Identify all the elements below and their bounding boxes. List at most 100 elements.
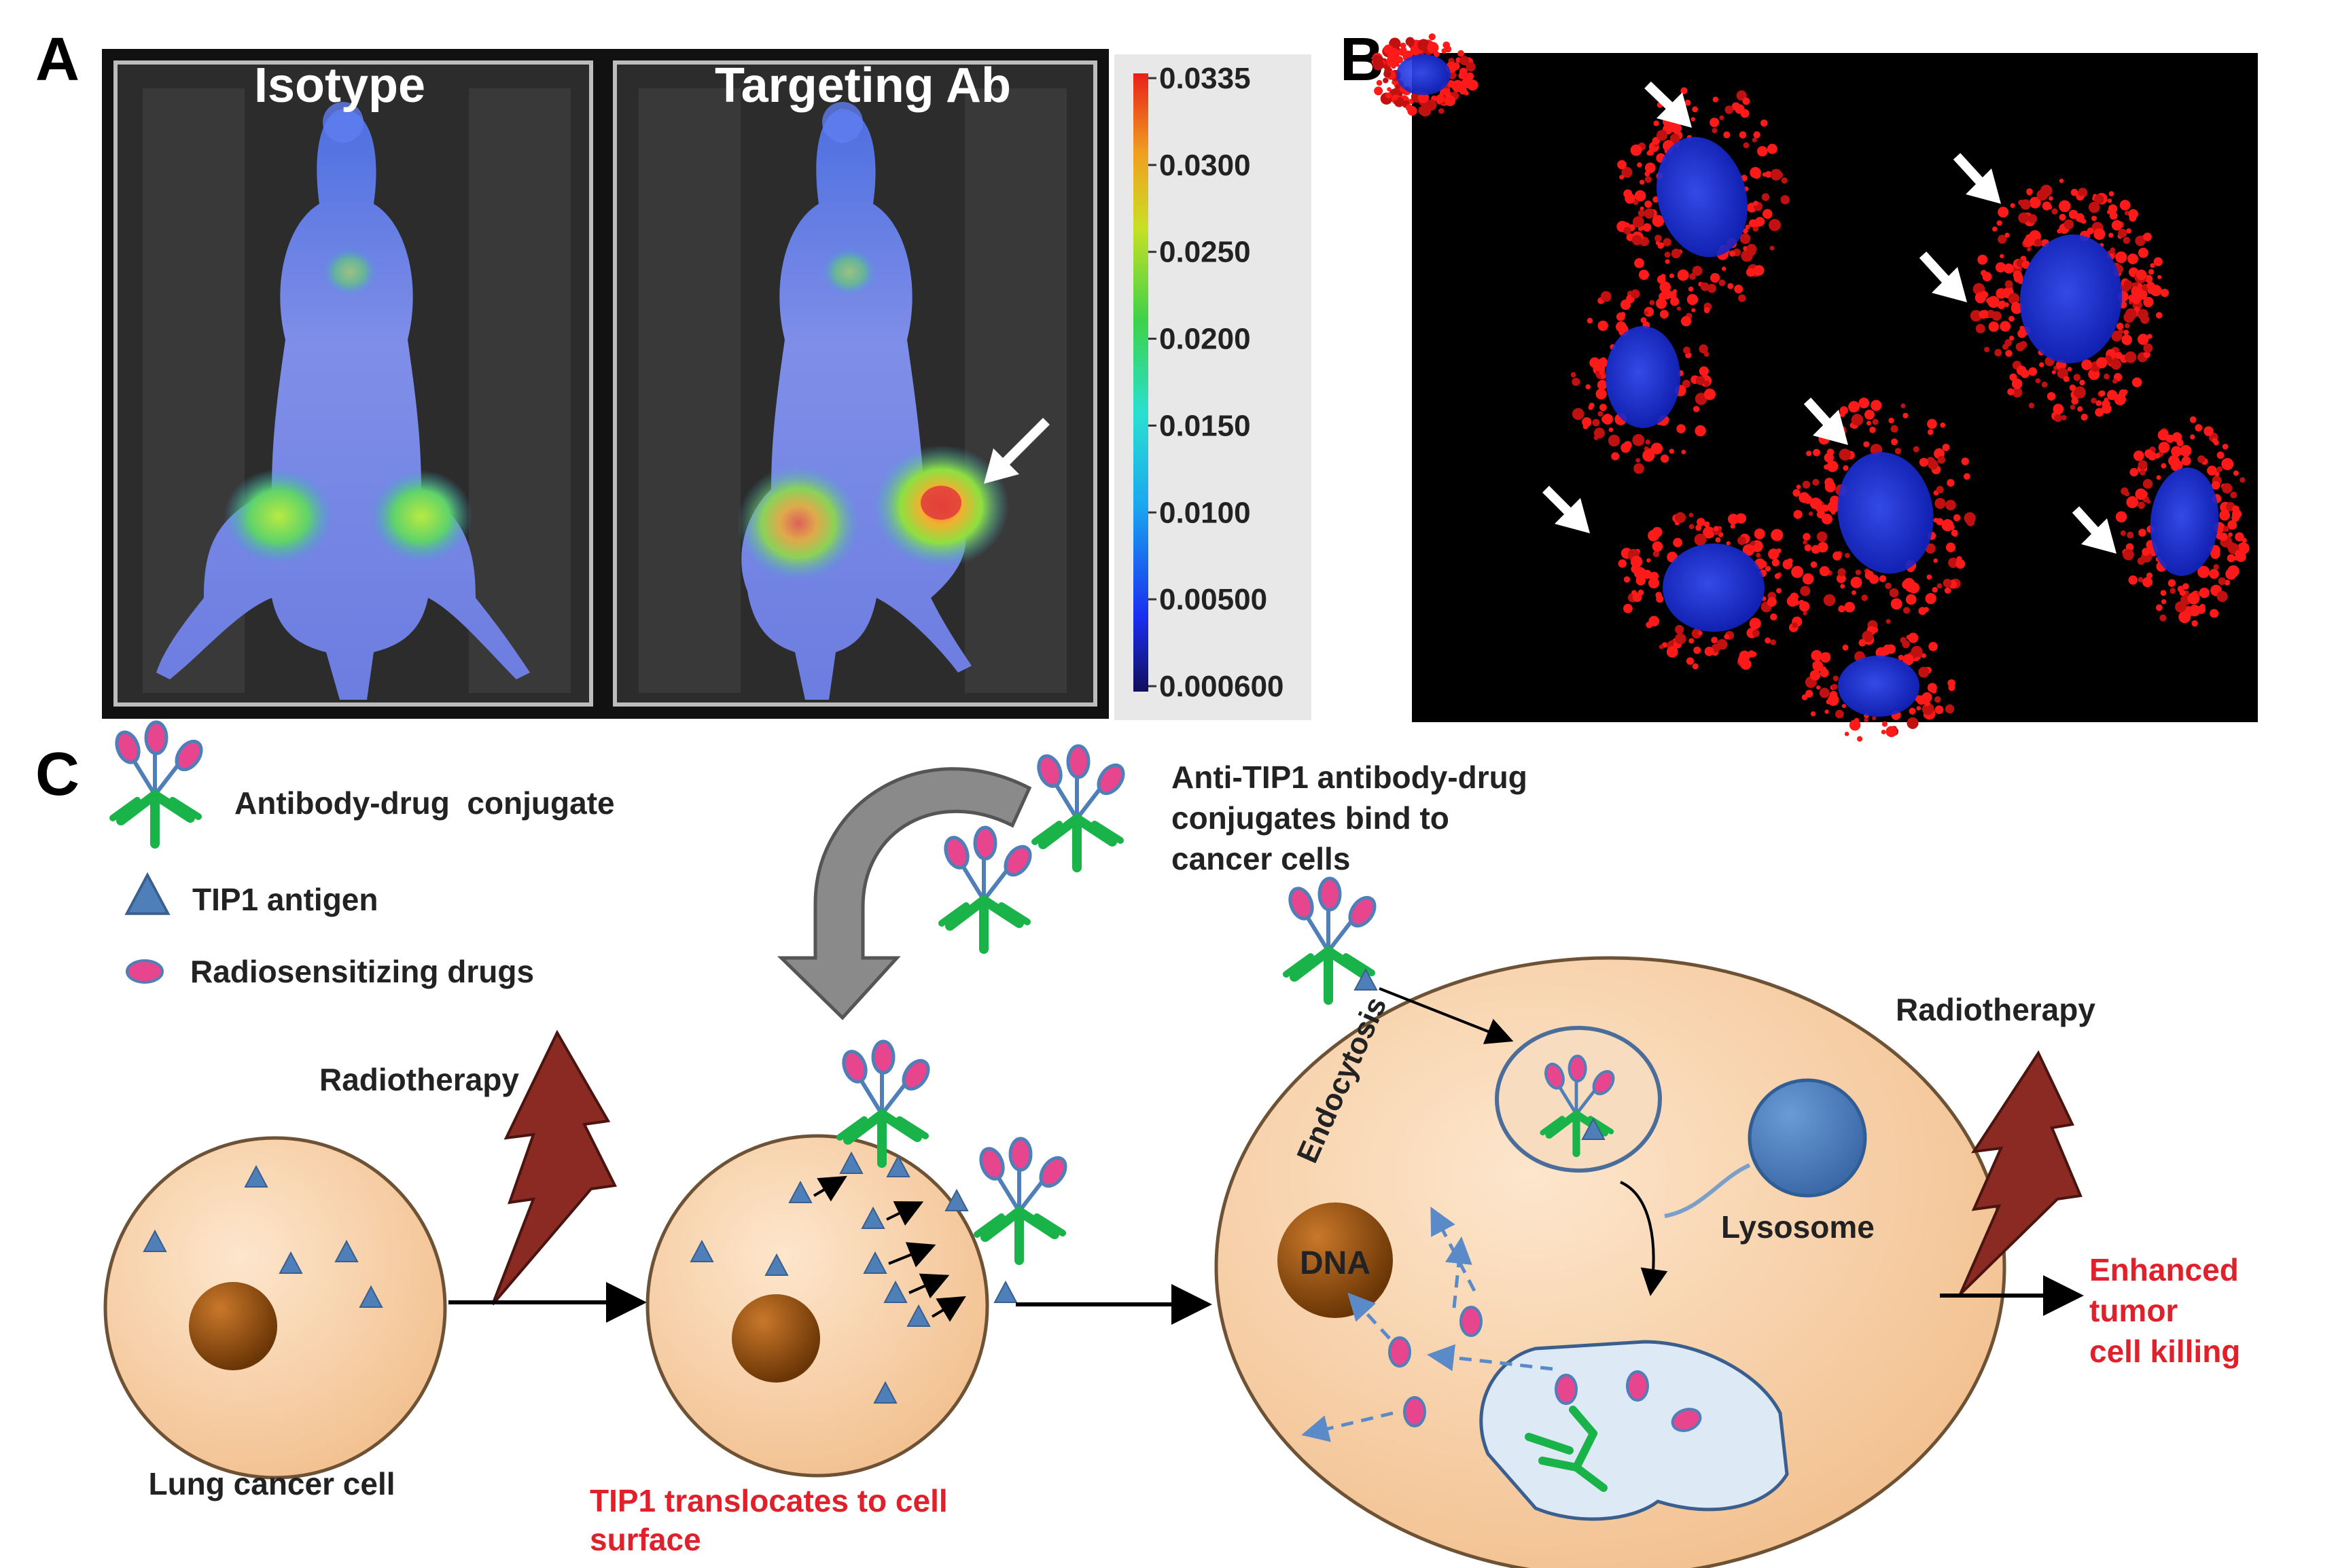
red-signal-dot — [1632, 592, 1642, 603]
red-signal-dot — [1839, 448, 1852, 461]
red-signal-dot — [1715, 537, 1721, 543]
red-signal-dot — [1600, 291, 1612, 302]
red-signal-dot — [1417, 39, 1430, 51]
red-signal-dot — [1820, 669, 1829, 678]
red-signal-dot — [1905, 594, 1917, 605]
red-signal-dot — [1903, 607, 1911, 614]
red-signal-dot — [1713, 526, 1719, 532]
red-signal-dot — [2067, 367, 2072, 372]
red-signal-dot — [1623, 603, 1633, 613]
red-signal-dot — [2064, 219, 2074, 230]
red-signal-dot — [2081, 359, 2093, 371]
red-signal-dot — [2227, 520, 2237, 530]
red-signal-dot — [2007, 388, 2015, 395]
red-signal-dot — [1885, 726, 1897, 737]
red-signal-dot — [1735, 513, 1747, 524]
red-signal-dot — [1918, 607, 1927, 616]
red-signal-dot — [1816, 685, 1821, 690]
dna-nucleus — [1277, 1202, 1393, 1318]
red-signal-dot — [1623, 226, 1631, 235]
dna-label: DNA — [1300, 1245, 1370, 1281]
red-signal-dot — [1934, 696, 1941, 703]
red-signal-dot — [1752, 137, 1757, 143]
red-signal-dot — [1982, 272, 1992, 282]
red-signal-dot — [2148, 269, 2155, 275]
red-signal-dot — [2124, 210, 2129, 216]
red-signal-dot — [1620, 312, 1626, 317]
red-signal-dot — [1398, 48, 1406, 56]
red-signal-dot — [1611, 452, 1620, 461]
legend-drugs-label: Radiosensitizing drugs — [190, 954, 534, 989]
adc-icon — [1035, 746, 1128, 868]
red-signal-dot — [1888, 417, 1894, 424]
red-signal-dot — [1616, 321, 1627, 332]
red-signal-dot — [1961, 457, 1969, 465]
red-signal-dot — [1648, 577, 1660, 589]
colorbar-tick-label: 0.0200 — [1159, 323, 1251, 356]
red-signal-dot — [2069, 384, 2076, 391]
red-signal-dot — [1804, 544, 1812, 552]
red-signal-dot — [2169, 588, 2176, 594]
red-signal-dot — [2035, 378, 2041, 384]
red-signal-dot — [2128, 575, 2138, 585]
red-signal-dot — [1676, 424, 1686, 433]
red-signal-dot — [1637, 209, 1646, 217]
red-signal-dot — [1386, 56, 1398, 67]
red-signal-dot — [2013, 270, 2023, 280]
red-signal-dot — [1776, 548, 1782, 554]
red-signal-dot — [1618, 559, 1627, 568]
red-signal-dot — [2143, 351, 2150, 359]
red-signal-dot — [1640, 317, 1647, 323]
red-signal-dot — [1824, 464, 1829, 470]
red-signal-dot — [1704, 646, 1714, 656]
red-signal-dot — [1630, 556, 1643, 568]
white-arrow-icon — [1966, 168, 2001, 204]
red-signal-dot — [1863, 441, 1870, 448]
red-signal-dot — [2127, 531, 2134, 539]
red-signal-dot — [1644, 310, 1648, 315]
red-signal-dot — [1746, 244, 1757, 255]
red-signal-dot — [2138, 334, 2149, 345]
red-signal-dot — [1829, 495, 1840, 506]
red-signal-dot — [1921, 653, 1926, 658]
red-signal-dot — [2161, 463, 2167, 469]
red-signal-dot — [1816, 504, 1824, 513]
red-signal-dot — [1852, 590, 1856, 595]
red-signal-dot — [1928, 641, 1938, 652]
red-signal-dot — [1754, 528, 1765, 539]
drug-icon — [1626, 1370, 1649, 1402]
drug-icon — [1459, 1306, 1483, 1337]
white-arrow-icon — [2081, 518, 2116, 554]
red-signal-dot — [2051, 370, 2056, 375]
red-signal-dot — [2070, 404, 2076, 410]
nucleus-2 — [732, 1294, 820, 1383]
red-signal-dot — [1633, 200, 1639, 205]
red-signal-dot — [1623, 189, 1633, 198]
drug-icon — [1555, 1374, 1578, 1405]
red-signal-dot — [1712, 96, 1719, 103]
red-signal-dot — [1739, 233, 1751, 244]
red-signal-dot — [1749, 219, 1757, 228]
red-signal-dot — [1671, 122, 1682, 134]
red-signal-dot — [1951, 529, 1958, 537]
red-signal-dot — [1924, 700, 1930, 707]
red-signal-dot — [1894, 448, 1902, 455]
red-signal-dot — [1861, 594, 1868, 601]
red-signal-dot — [2207, 465, 2217, 476]
red-signal-dot — [2133, 450, 2144, 461]
tip1-cell: TIP1 translocates to cell surface — [590, 1041, 1070, 1557]
red-signal-dot — [1669, 273, 1674, 279]
red-signal-dot — [1810, 561, 1818, 568]
red-signal-dot — [1908, 582, 1920, 594]
red-signal-dot — [2211, 481, 2220, 490]
red-signal-dot — [1729, 250, 1736, 257]
red-signal-dot — [1802, 480, 1811, 489]
red-signal-dot — [1792, 622, 1798, 628]
red-signal-dot — [1832, 675, 1839, 681]
red-signal-dot — [2099, 390, 2106, 397]
red-signal-dot — [2138, 460, 2148, 470]
red-signal-dot — [2161, 599, 2167, 605]
colorbar-tick-label: 0.0335 — [1159, 62, 1251, 95]
red-signal-dot — [2109, 211, 2118, 220]
red-signal-dot — [1953, 514, 1961, 522]
